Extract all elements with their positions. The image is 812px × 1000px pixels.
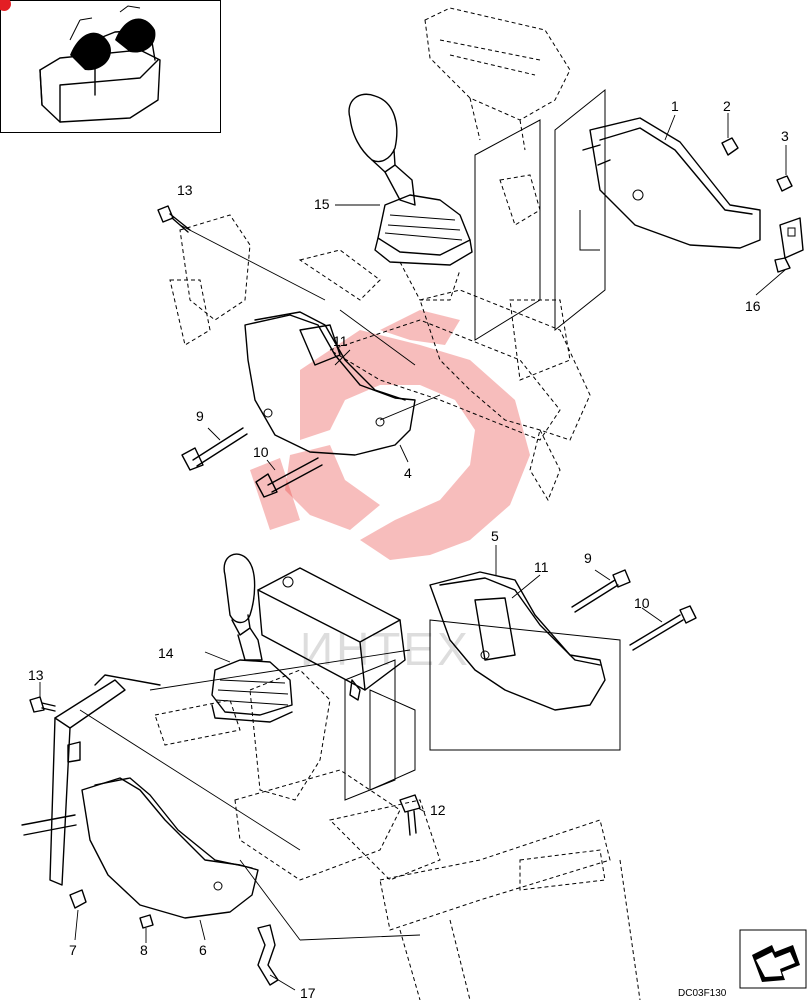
bolt-part-13-bottom	[29, 696, 56, 713]
leader-lines-bottom	[39, 545, 663, 991]
joystick-lever-right	[348, 93, 473, 301]
callout-4: 4	[404, 465, 412, 481]
callout-16: 16	[745, 298, 761, 314]
cover-part-1	[582, 117, 761, 249]
bracket-plates-bottom	[344, 619, 621, 801]
callout-10-bottom: 10	[634, 595, 650, 611]
operator-seat-icon	[0, 0, 221, 133]
callout-14: 14	[158, 645, 174, 661]
cap-part-2	[721, 137, 739, 156]
bracket-plates-top	[474, 88, 606, 341]
watermark-logo-icon	[250, 310, 530, 560]
bracket-part-16	[774, 217, 804, 273]
callout-2: 2	[723, 98, 731, 114]
drawing-code: DC03F130	[678, 988, 727, 999]
callout-5: 5	[491, 528, 499, 544]
callout-6: 6	[199, 942, 207, 958]
callout-13-top: 13	[177, 182, 193, 198]
console-box	[257, 567, 406, 701]
bolt-part-10-bottom	[629, 605, 697, 651]
callout-9-top: 9	[196, 408, 204, 424]
bolt-part-10-top	[255, 457, 323, 498]
callout-17: 17	[300, 985, 316, 1000]
direction-arrow-icon	[739, 929, 807, 989]
watermark-text: ИНТЕХ	[300, 623, 471, 675]
cap-part-8	[139, 914, 154, 929]
callout-8: 8	[140, 942, 148, 958]
frame-context-top	[169, 7, 591, 502]
callout-10-top: 10	[253, 444, 269, 460]
bolt-part-12	[399, 794, 421, 836]
bolt-part-9-bottom	[571, 569, 631, 613]
cover-part-5	[429, 571, 606, 711]
cap-part-7	[69, 889, 87, 909]
callout-11-bottom: 11	[534, 559, 549, 575]
mounting-bracket-left	[21, 674, 161, 886]
callout-1: 1	[671, 98, 679, 114]
callout-11-top: 11	[333, 333, 348, 349]
cover-part-6	[81, 777, 259, 919]
cover-part-4	[244, 311, 416, 456]
callout-15: 15	[314, 196, 330, 212]
callout-7: 7	[69, 942, 77, 958]
callout-13-bottom: 13	[28, 667, 44, 683]
callout-3: 3	[781, 128, 789, 144]
callout-12: 12	[430, 802, 446, 818]
frame-context-bottom	[154, 669, 641, 1000]
joystick-lever-left	[211, 553, 293, 723]
bolt-part-9-top	[181, 427, 248, 471]
cap-part-3	[776, 175, 793, 192]
callout-9-bottom: 9	[584, 550, 592, 566]
leader-lines-top	[179, 113, 787, 471]
clip-part-17	[257, 924, 279, 986]
